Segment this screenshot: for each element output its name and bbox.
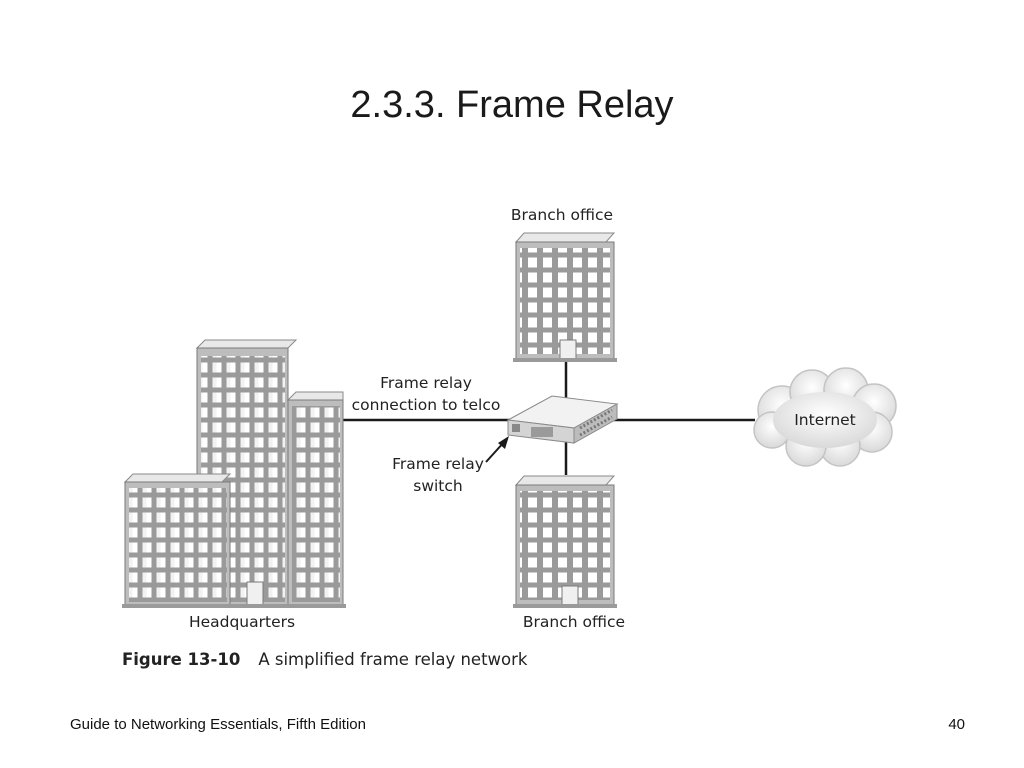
branch-office-top-label: Branch office (510, 206, 614, 224)
branch-office-bottom-label: Branch office (522, 613, 626, 631)
slide-title: 2.3.3. Frame Relay (350, 84, 674, 126)
branch-office-top-building (513, 232, 617, 362)
switch-pointer-arrow (485, 436, 509, 463)
figure-caption-text: A simplified frame relay network (258, 650, 528, 669)
switch-label-line2: switch (413, 477, 463, 495)
figure-number: Figure 13-10 (122, 650, 241, 669)
connection-label-line2: connection to telco (351, 396, 501, 414)
footer-page-number: 40 (948, 716, 965, 733)
branch-office-bottom-building (513, 475, 617, 608)
switch-label-line1: Frame relay (392, 455, 484, 473)
connection-label-line1: Frame relay (380, 374, 472, 392)
frame-relay-switch (506, 395, 619, 444)
headquarters-label: Headquarters (188, 613, 296, 631)
internet-label: Internet (794, 411, 856, 429)
figure-caption: Figure 13-10 A simplified frame relay net… (122, 650, 527, 669)
headquarters-building (122, 339, 346, 608)
footer-book-title: Guide to Networking Essentials, Fifth Ed… (70, 716, 366, 733)
internet-cloud (753, 367, 897, 467)
